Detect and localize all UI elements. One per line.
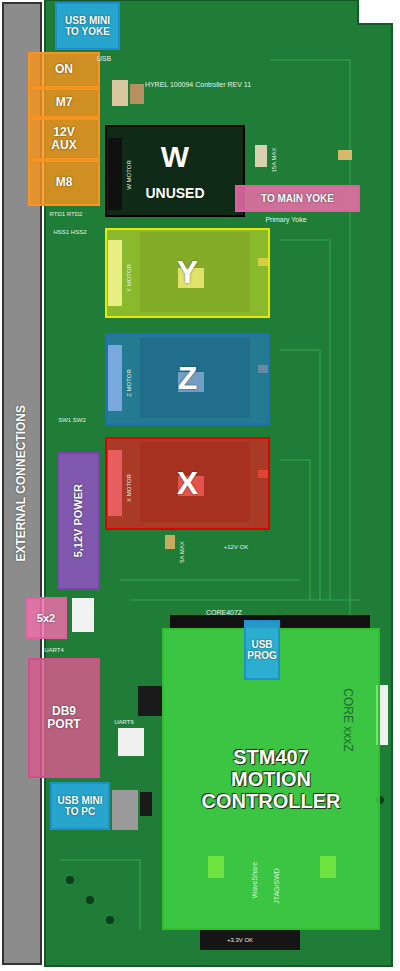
trace: [280, 240, 330, 600]
mount-hole: [106, 916, 114, 924]
serial-port-box: DB9 PORT: [28, 658, 100, 778]
trace: [130, 599, 360, 601]
box-label: EXTERNAL CONNECTIONS: [15, 405, 28, 561]
mount-hole: [66, 876, 74, 884]
silkscreen-label: CORE407Z: [206, 609, 242, 616]
box-label: W: [161, 140, 189, 173]
box-label: 5,12V POWER: [72, 484, 84, 557]
box-label: DB9 PORT: [46, 705, 82, 731]
silkscreen-label: +3.3V OK: [227, 937, 253, 943]
usb-port-box: USB MINI TO YOKE: [55, 2, 120, 50]
silkscreen-label: USB: [97, 55, 111, 62]
box-label: USB PROG: [247, 639, 277, 661]
silkscreen-label: HYREL 100094 Controller REV 11: [145, 81, 251, 88]
capacitor: [165, 535, 175, 549]
silkscreen-label: UART6: [114, 719, 134, 725]
silkscreen-label: SW1 SW2: [58, 417, 86, 423]
connector-box: M8: [28, 160, 100, 206]
box-label: STM407 MOTION CONTROLLER: [201, 746, 341, 812]
silkscreen-label: W MOTOR: [126, 160, 132, 190]
mount-hole: [86, 896, 94, 904]
trace: [280, 460, 310, 600]
silkscreen-label: Primary Yoke: [265, 216, 306, 223]
capacitor: [112, 80, 128, 106]
box-label: TO MAIN YOKE: [261, 193, 334, 204]
trace: [60, 860, 140, 930]
box-label: 5x2: [37, 612, 55, 624]
silkscreen-label: 5A MAX: [179, 541, 185, 563]
silkscreen-label: X MOTOR: [126, 474, 132, 502]
box-label: X: [177, 466, 198, 501]
silkscreen-label: HSS1 HSS2: [53, 229, 86, 235]
box-label: USB MINI TO YOKE: [57, 15, 118, 37]
box-label: 12V AUX: [48, 126, 80, 152]
uart-connector: [118, 728, 144, 756]
silkscreen-label: 15A MAX: [271, 147, 277, 172]
ic-chip: [140, 792, 152, 816]
jtag-connector: [200, 928, 300, 950]
silkscreen-label: UART4: [44, 647, 64, 653]
usb-port-box: USB PROG: [244, 620, 280, 680]
connector-box: M7: [28, 88, 100, 118]
header-box: 5x2: [25, 597, 67, 639]
capacitor: [338, 150, 352, 160]
box-label: ON: [55, 63, 73, 76]
box-label: M7: [56, 96, 73, 109]
connector-box: ON: [28, 52, 100, 88]
fuse: [255, 145, 267, 167]
box-sublabel: UNUSED: [145, 186, 204, 201]
trace: [120, 579, 300, 581]
silkscreen-label: +12V OK: [224, 544, 249, 550]
silkscreen-label: Y MOTOR: [126, 264, 132, 292]
silkscreen-label: Z MOTOR: [126, 369, 132, 397]
header-connector: [72, 598, 94, 632]
trace: [270, 60, 350, 620]
silkscreen-label: WaveShare: [251, 862, 258, 898]
box-label: Y: [177, 255, 198, 290]
connector-box: 12V AUX: [28, 118, 100, 160]
box-label: Z: [178, 361, 198, 396]
box-label: USB MINI TO PC: [52, 795, 108, 817]
box-label: M8: [56, 176, 73, 189]
silkscreen-label: CORE xxxZ: [341, 688, 355, 751]
header-connector: [112, 790, 138, 830]
silkscreen-label: RTD1 RTD2: [50, 211, 83, 217]
trace: [280, 350, 320, 600]
usb-port-box: USB MINI TO PC: [50, 782, 110, 830]
ic-chip: [138, 686, 164, 716]
switch: [130, 84, 144, 104]
power-connector-box: 5,12V POWER: [57, 452, 100, 590]
silkscreen-label: JTAG/SWD: [273, 868, 280, 904]
yoke-connector-box: TO MAIN YOKE: [235, 185, 360, 212]
